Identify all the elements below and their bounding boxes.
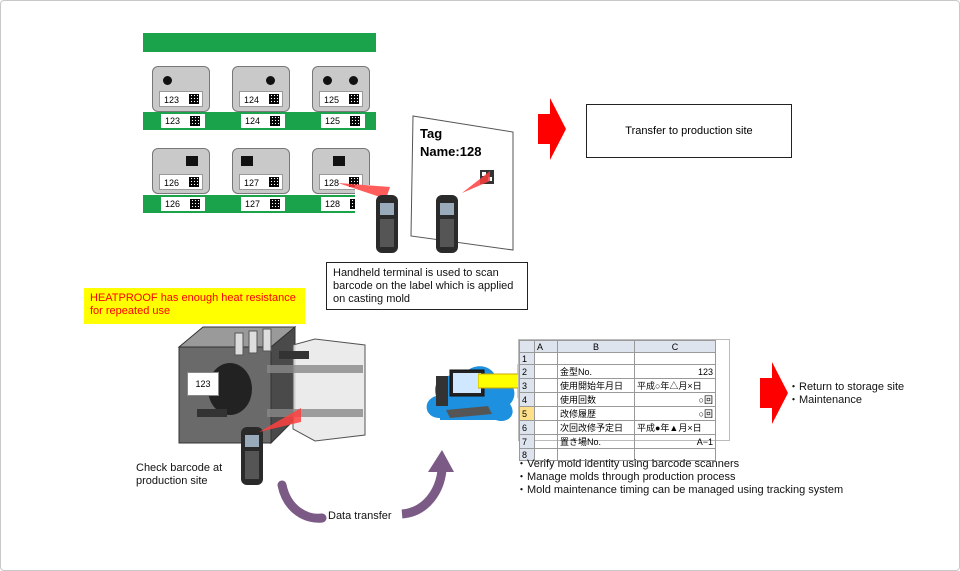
mold-123: 123 xyxy=(152,66,210,112)
sheet-cell: A−1 xyxy=(634,434,716,449)
mold-hole-icon xyxy=(266,76,275,85)
qr-code-icon xyxy=(350,116,360,126)
feature-bullet: ・Mold maintenance timing can be managed … xyxy=(516,484,844,496)
sheet-cell: 123 xyxy=(634,364,716,379)
tag-card-line1: Tag xyxy=(420,126,443,141)
tag-card-line2: Name:128 xyxy=(420,144,482,159)
mold-125: 125 xyxy=(312,66,370,112)
sheet-row: 5 改修履歴○回 xyxy=(519,406,716,421)
scan-caption-box: Handheld terminal is used to scan barcod… xyxy=(326,262,528,310)
data-transfer-label: Data transfer xyxy=(328,510,392,522)
sheet-row-num: 3 xyxy=(519,378,535,393)
sheet-row: 7 置き場No.A−1 xyxy=(519,434,716,449)
check-caption-line: production site xyxy=(136,475,208,487)
sheet-cell: 金型No. xyxy=(557,364,635,379)
sheet-cell xyxy=(634,448,716,461)
spreadsheet-table: A B C 1 2 金型No.123 3 使用開始年月日平成○年△月×日 4 使用回数… xyxy=(519,340,716,461)
qr-code-icon xyxy=(269,177,279,187)
mold-126: 126 xyxy=(152,148,210,194)
sheet-cell: 使用開始年月日 xyxy=(557,378,635,393)
sheet-col-header: B xyxy=(557,340,635,353)
return-bullet: ・Return to storage site xyxy=(788,381,905,393)
qr-code-icon xyxy=(190,199,200,209)
red-arrow-icon xyxy=(760,362,788,424)
handheld-scanner-icon xyxy=(241,427,263,485)
storage-rail-bottom: 126 127 128 xyxy=(143,195,376,213)
storage-rail-top: 123 124 125 xyxy=(143,112,376,130)
sheet-row-num: 5 xyxy=(519,406,535,421)
sheet-row-num: 6 xyxy=(519,420,535,435)
qr-code-icon xyxy=(190,116,200,126)
qr-code-icon xyxy=(189,177,199,187)
mold-hole-icon xyxy=(349,76,358,85)
scan-beams xyxy=(338,171,490,199)
mold-127: 127 xyxy=(232,148,290,194)
data-transfer-curve-arrow-icon xyxy=(277,450,454,523)
sheet-cell: ○回 xyxy=(634,392,716,407)
spreadsheet: A B C 1 2 金型No.123 3 使用開始年月日平成○年△月×日 4 使用回数… xyxy=(518,339,730,461)
feature-bullets: ・Verify mold identity using barcode scan… xyxy=(516,458,843,497)
handheld-scanner-icon xyxy=(436,195,458,253)
sheet-header-row: A B C xyxy=(519,340,716,353)
qr-code-icon xyxy=(270,199,280,209)
heatproof-line: HEATPROOF has enough heat resistance xyxy=(90,292,296,304)
mold-128: 128 xyxy=(312,148,370,194)
check-caption: Check barcode at production site xyxy=(136,462,222,488)
scan-beam xyxy=(259,408,301,432)
sheet-row: 1 xyxy=(519,352,716,365)
heatproof-line: for repeated use xyxy=(90,305,171,317)
mold-square-icon xyxy=(241,156,253,166)
sheet-row-num: 7 xyxy=(519,434,535,449)
sheet-row: 4 使用回数○回 xyxy=(519,392,716,407)
sheet-col-header: A xyxy=(534,340,558,353)
sheet-row: 2 金型No.123 xyxy=(519,364,716,379)
qr-code-icon xyxy=(189,94,199,104)
feature-bullet: ・Verify mold identity using barcode scan… xyxy=(516,458,740,470)
sheet-cell: 次回改修予定日 xyxy=(557,420,635,435)
sheet-row: 6 次回改修予定日平成●年▲月×日 xyxy=(519,420,716,435)
scan-caption-line: barcode on the label which is applied xyxy=(333,280,514,292)
return-bullet: ・Maintenance xyxy=(788,394,862,406)
heatproof-note: HEATPROOF has enough heat resistance for… xyxy=(84,288,305,324)
scan-caption-line: on casting mold xyxy=(333,293,411,305)
transfer-box: Transfer to production site xyxy=(586,104,792,158)
sheet-cell xyxy=(634,352,716,365)
storage-top-bar xyxy=(143,33,376,52)
sheet-row-num: 8 xyxy=(519,448,535,461)
transfer-box-label: Transfer to production site xyxy=(625,125,753,137)
sheet-cell: 使用回数 xyxy=(557,392,635,407)
sheet-cell: 平成●年▲月×日 xyxy=(634,420,716,435)
mold-square-icon xyxy=(186,156,198,166)
feature-bullet: ・Manage molds through production process xyxy=(516,471,736,483)
sheet-row: 3 使用開始年月日平成○年△月×日 xyxy=(519,378,716,393)
sheet-corner xyxy=(519,340,535,353)
qr-code-icon xyxy=(349,177,359,187)
sheet-cell: 平成○年△月×日 xyxy=(634,378,716,393)
mold-hole-icon xyxy=(163,76,172,85)
sheet-cell: 改修履歴 xyxy=(557,406,635,421)
sheet-row: 8 xyxy=(519,448,716,461)
scan-caption-line: Handheld terminal is used to scan xyxy=(333,267,499,279)
red-arrow-icon xyxy=(538,98,566,160)
sheet-row-num: 1 xyxy=(519,352,535,365)
sheet-row-num: 4 xyxy=(519,392,535,407)
qr-code-icon xyxy=(349,94,359,104)
sheet-cell: 置き場No. xyxy=(557,434,635,449)
sheet-cell: ○回 xyxy=(634,406,716,421)
mold-hole-icon xyxy=(323,76,332,85)
sheet-col-header: C xyxy=(634,340,716,353)
mold-124: 124 xyxy=(232,66,290,112)
qr-code-icon xyxy=(269,94,279,104)
check-caption-line: Check barcode at xyxy=(136,462,223,474)
handheld-scanner-icon xyxy=(376,195,398,253)
return-bullets: ・Return to storage site ・Maintenance xyxy=(788,381,904,407)
qr-code-icon xyxy=(270,116,280,126)
sheet-cell xyxy=(557,352,635,365)
sheet-row-num: 2 xyxy=(519,364,535,379)
mold-square-icon xyxy=(333,156,345,166)
casting-tag: 123 xyxy=(187,372,219,396)
